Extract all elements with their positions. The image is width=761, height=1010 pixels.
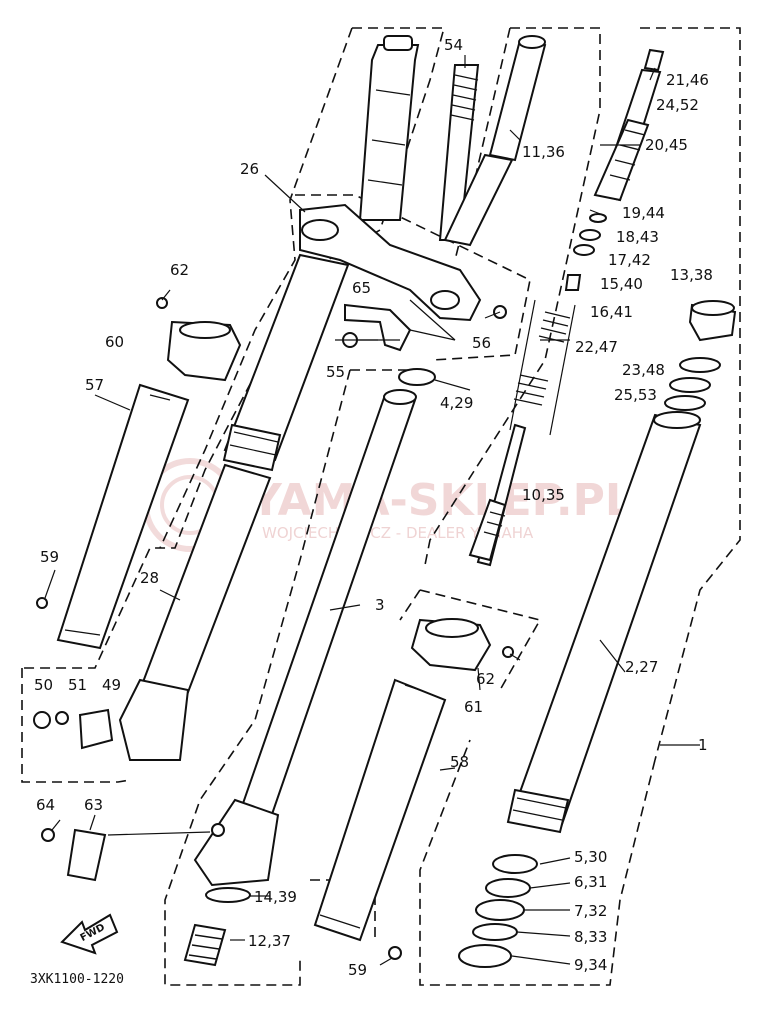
label-50: 50 bbox=[34, 676, 53, 694]
label-3: 3 bbox=[375, 596, 385, 614]
outer-tube-28 bbox=[118, 463, 272, 761]
label-51: 51 bbox=[68, 676, 87, 694]
label-57: 57 bbox=[85, 376, 104, 394]
spring bbox=[509, 299, 576, 436]
diagram-code: 3XK1100-1220 bbox=[30, 972, 124, 987]
label-61: 61 bbox=[464, 698, 483, 716]
clamp-60 bbox=[156, 297, 242, 382]
watermark: YAMA-SKLEP.PL WOJCIECHOWICZ - DEALER YAM… bbox=[143, 458, 633, 552]
label-2-27: 2,27 bbox=[625, 658, 658, 676]
label-62-bottom: 62 bbox=[476, 670, 495, 688]
seal-stack bbox=[458, 854, 538, 968]
label-5-30: 5,30 bbox=[574, 848, 607, 866]
label-16-41: 16,41 bbox=[590, 303, 633, 321]
damper-rod-10-35 bbox=[468, 423, 527, 567]
label-19-44: 19,44 bbox=[622, 204, 665, 222]
watermark-subtitle: WOJCIECHOWICZ - DEALER YAMAHA bbox=[262, 524, 534, 542]
label-24-52: 24,52 bbox=[656, 96, 699, 114]
label-56: 56 bbox=[472, 334, 491, 352]
watermark-title: YAMA-SKLEP.PL bbox=[249, 475, 633, 526]
label-49: 49 bbox=[102, 676, 121, 694]
label-62-top: 62 bbox=[170, 261, 189, 279]
fwd-arrow-icon: FWD bbox=[60, 913, 119, 955]
outer-tube-2-27 bbox=[506, 411, 702, 834]
label-18-43: 18,43 bbox=[616, 228, 659, 246]
label-20-45: 20,45 bbox=[645, 136, 688, 154]
upper-tube-right bbox=[443, 35, 547, 247]
label-26: 26 bbox=[240, 160, 259, 178]
leader-lines bbox=[44, 55, 700, 966]
label-65: 65 bbox=[352, 279, 371, 297]
outer-tube-left bbox=[222, 253, 350, 472]
label-10-35: 10,35 bbox=[522, 486, 565, 504]
label-63: 63 bbox=[84, 796, 103, 814]
label-12-37: 12,37 bbox=[248, 932, 291, 950]
label-14-39: 14,39 bbox=[254, 888, 297, 906]
seal-4-29 bbox=[398, 368, 436, 386]
label-7-32: 7,32 bbox=[574, 902, 607, 920]
label-59-left: 59 bbox=[40, 548, 59, 566]
label-8-33: 8,33 bbox=[574, 928, 607, 946]
label-23-48: 23,48 bbox=[622, 361, 665, 379]
label-17-42: 17,42 bbox=[608, 251, 651, 269]
label-15-40: 15,40 bbox=[600, 275, 643, 293]
triple-clamp bbox=[299, 203, 507, 322]
label-55: 55 bbox=[326, 363, 345, 381]
caliper-parts-49-51 bbox=[33, 708, 114, 750]
fork-guard-57 bbox=[36, 383, 190, 650]
inner-tube-3 bbox=[193, 389, 417, 887]
right-stack bbox=[564, 48, 737, 411]
label-4-29: 4,29 bbox=[440, 394, 473, 412]
label-9-34: 9,34 bbox=[574, 956, 607, 974]
label-58: 58 bbox=[450, 753, 469, 771]
label-6-31: 6,31 bbox=[574, 873, 607, 891]
label-21-46: 21,46 bbox=[666, 71, 709, 89]
label-25-53: 25,53 bbox=[614, 386, 657, 404]
fork-guard-58 bbox=[313, 678, 447, 960]
upper-tube-left bbox=[358, 35, 420, 221]
label-22-47: 22,47 bbox=[575, 338, 618, 356]
label-60: 60 bbox=[105, 333, 124, 351]
bottom-left-parts bbox=[41, 828, 251, 967]
label-54: 54 bbox=[444, 36, 463, 54]
clamp-61 bbox=[410, 618, 514, 672]
bracket-65 bbox=[342, 303, 412, 352]
label-1: 1 bbox=[698, 736, 708, 754]
label-13-38: 13,38 bbox=[670, 266, 713, 284]
label-64: 64 bbox=[36, 796, 55, 814]
part-labels: 54 26 11,36 21,46 24,52 20,45 19,44 18,4… bbox=[34, 36, 713, 979]
label-11-36: 11,36 bbox=[522, 143, 565, 161]
label-59-bottom: 59 bbox=[348, 961, 367, 979]
label-28: 28 bbox=[140, 569, 159, 587]
